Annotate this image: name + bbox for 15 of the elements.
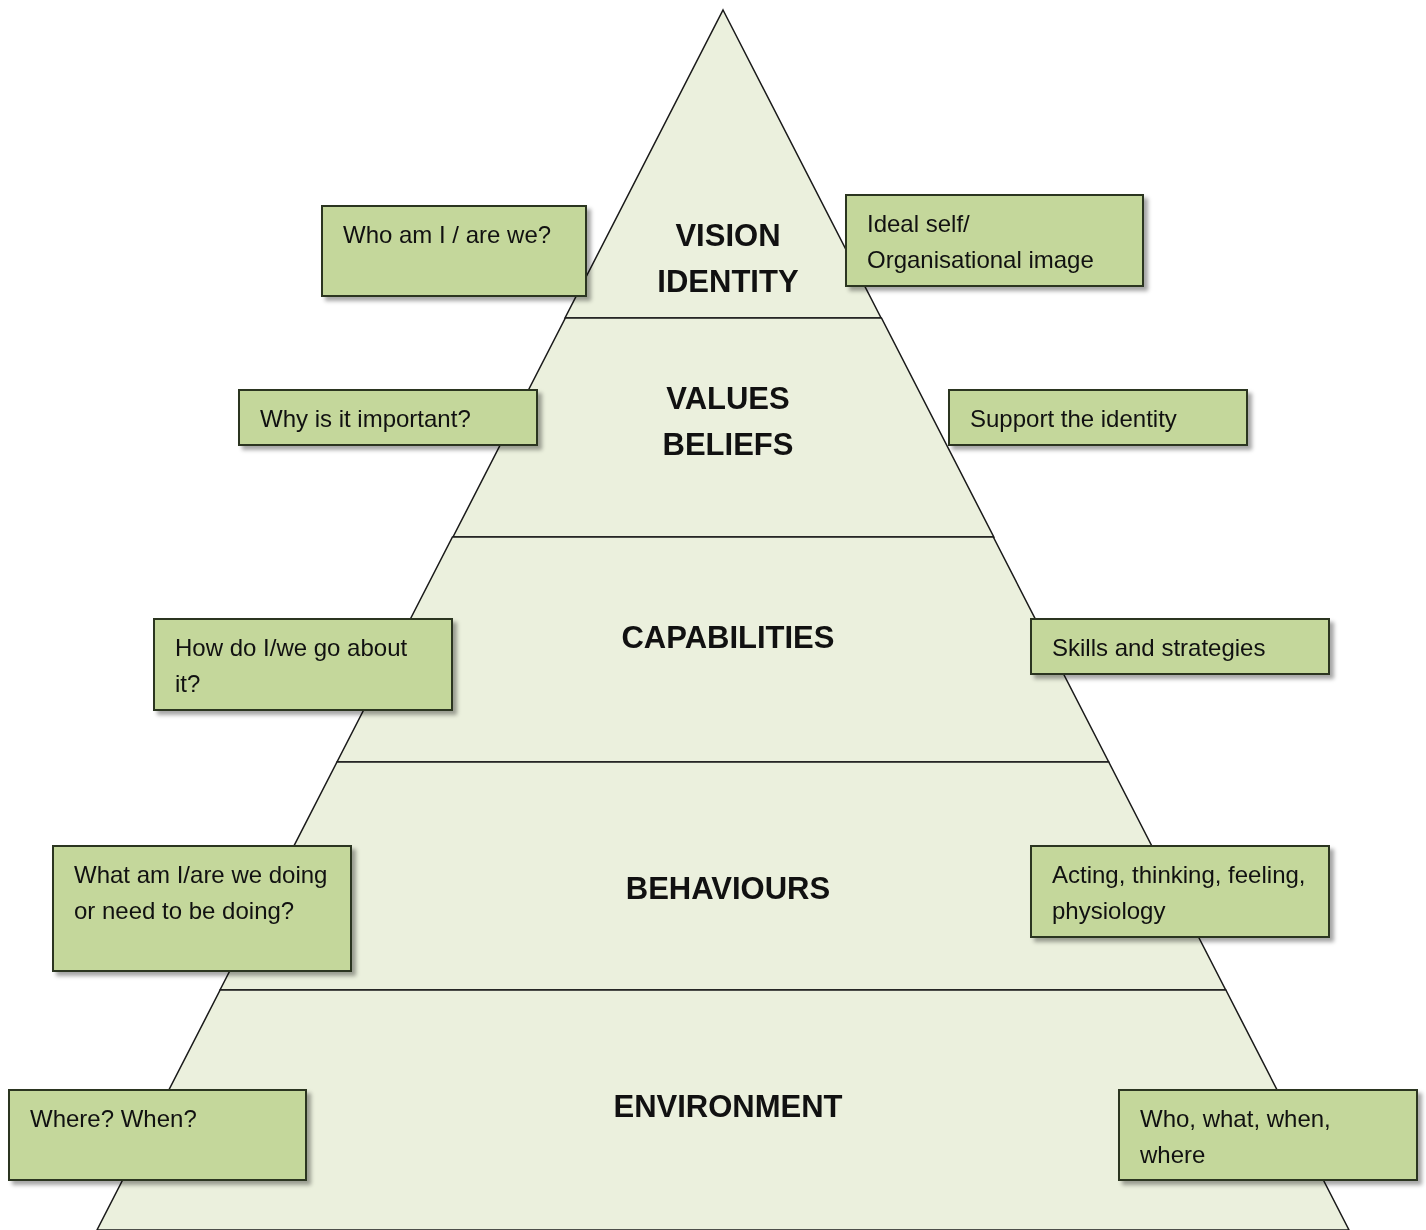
callout-box: Where? When? [8, 1089, 307, 1181]
tier-label: VALUES BELIEFS [661, 380, 795, 464]
callout-box: Who, what, when, where [1118, 1089, 1418, 1181]
callout-box: Acting, thinking, feeling, physiology [1030, 845, 1330, 938]
callout-box: Skills and strategies [1030, 618, 1330, 675]
tier-label: VISION IDENTITY [656, 217, 800, 301]
callout-box: Support the identity [948, 389, 1248, 446]
tier-label: CAPABILITIES [620, 619, 836, 657]
tier-label: ENVIRONMENT [612, 1088, 844, 1126]
callout-box: How do I/we go about it? [153, 618, 453, 711]
callout-box: Who am I / are we? [321, 205, 587, 297]
callout-box: Why is it important? [238, 389, 538, 446]
tier-label: BEHAVIOURS [624, 870, 832, 908]
callout-box: What am I/are we doing or need to be doing? [52, 845, 352, 972]
callout-box: Ideal self/ Organisational image [845, 194, 1144, 287]
